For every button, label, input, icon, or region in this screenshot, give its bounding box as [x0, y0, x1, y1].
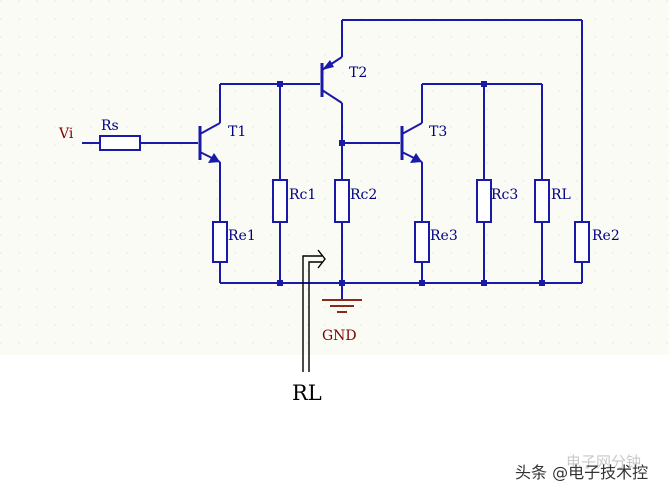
grid-background — [0, 0, 669, 355]
resistor-rs — [99, 135, 141, 151]
t3-label: T3 — [429, 124, 447, 140]
resistor-re1 — [212, 221, 228, 263]
resistor-rc1 — [272, 179, 288, 223]
watermark-text: 头条 @电子技术控 — [515, 463, 648, 482]
resistor-rc3 — [476, 179, 492, 223]
resistor-re3 — [414, 221, 430, 263]
rc3-label: Rc3 — [491, 187, 518, 203]
input-label: Vi — [58, 126, 74, 142]
rl-pointer-arrow-icon — [302, 249, 326, 372]
ground-icon — [322, 299, 362, 313]
resistors — [99, 135, 590, 263]
t2-emitter-arrow-icon — [322, 60, 334, 70]
gnd-label: GND — [322, 328, 357, 344]
re1-label: Re1 — [228, 228, 256, 244]
t2-label: T2 — [349, 65, 367, 81]
rl-pointer-label: RL — [292, 381, 322, 405]
rc1-label: Rc1 — [289, 187, 316, 203]
re2-label: Re2 — [592, 228, 620, 244]
resistor-rl — [534, 179, 550, 223]
rc2-label: Rc2 — [350, 187, 377, 203]
t1-emitter-arrow-icon — [208, 153, 220, 163]
re3-label: Re3 — [430, 228, 458, 244]
watermark-overlay: 电子网分钟 — [566, 453, 641, 471]
watermark: 头条 @电子技术控 电子网分钟 — [515, 453, 648, 482]
rl-label: RL — [551, 187, 571, 203]
rs-label: Rs — [101, 118, 119, 134]
t3-emitter-arrow-icon — [410, 153, 422, 163]
t1-label: T1 — [228, 124, 246, 140]
resistor-rc2 — [334, 179, 350, 223]
resistor-re2 — [574, 221, 590, 263]
junctions — [277, 81, 545, 286]
